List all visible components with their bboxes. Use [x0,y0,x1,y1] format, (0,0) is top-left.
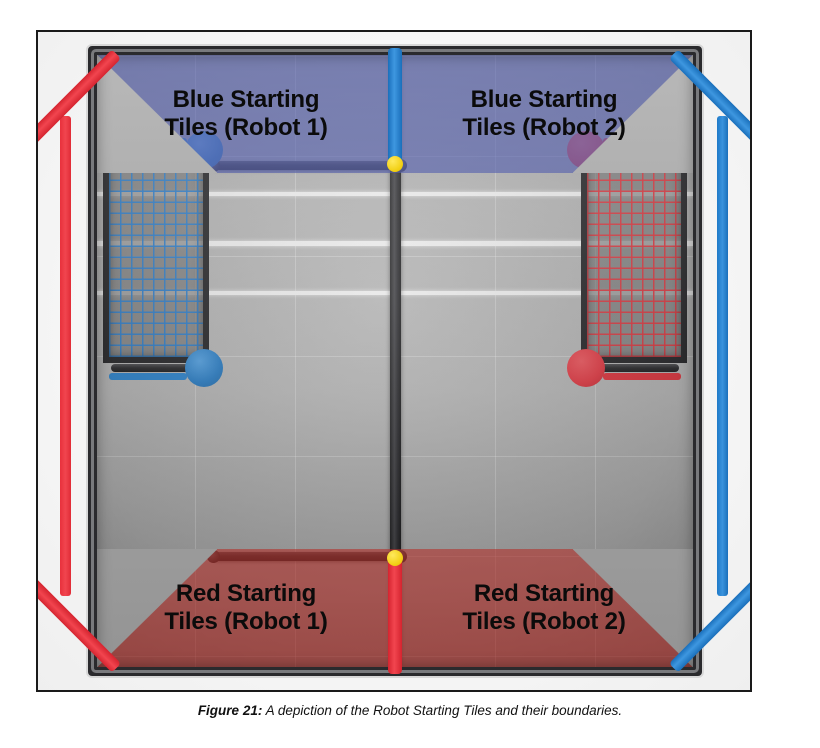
figure-number: Figure 21: [197,703,263,718]
competition-field: Blue Starting Tiles (Robot 1) Blue Start… [38,46,750,676]
blue-starting-tiles-zone: Blue Starting Tiles (Robot 1) Blue Start… [97,55,693,173]
goal-left-blue [103,131,223,387]
center-divider-pipe [389,55,401,667]
red-starting-tile-robot-1: Red Starting Tiles (Robot 1) [97,549,395,667]
center-pin-top-yellow [387,156,403,172]
goal-tab-bottom [603,373,681,380]
zone-corner-notch [97,55,217,173]
blue-starting-tile-robot-2: Blue Starting Tiles (Robot 2) [395,55,693,173]
right-blue-boundary-bar [717,116,728,596]
blue-robot-2-label: Blue Starting Tiles (Robot 2) [462,86,626,141]
goal-disc-bottom-red [567,349,605,387]
red-robot-2-label: Red Starting Tiles (Robot 2) [462,580,626,635]
center-bar-top-blue [388,48,402,170]
red-robot-1-label: Red Starting Tiles (Robot 1) [164,580,328,635]
blue-starting-tile-robot-1: Blue Starting Tiles (Robot 1) [97,55,395,173]
goal-right-red [567,131,687,387]
goal-arm-bottom [595,364,679,372]
field-photograph: Blue Starting Tiles (Robot 1) Blue Start… [38,32,750,690]
blue-robot-1-label: Blue Starting Tiles (Robot 1) [164,86,328,141]
goal-tab-bottom [109,373,187,380]
zone-corner-notch [97,549,217,667]
goal-net-blue [103,155,209,363]
goal-net-red [581,155,687,363]
center-pin-bottom-yellow [387,550,403,566]
zone-corner-notch [573,549,693,667]
left-red-boundary-bar [60,116,71,596]
goal-arm-bottom [111,364,195,372]
red-starting-tiles-zone: Red Starting Tiles (Robot 1) Red Startin… [97,549,693,667]
red-starting-tile-robot-2: Red Starting Tiles (Robot 2) [395,549,693,667]
figure-caption: Figure 21: A depiction of the Robot Star… [0,703,820,718]
zone-corner-notch [573,55,693,173]
center-bar-bottom-red [388,552,402,674]
figure-caption-text: A depiction of the Robot Starting Tiles … [265,703,623,718]
goal-disc-bottom-blue [185,349,223,387]
